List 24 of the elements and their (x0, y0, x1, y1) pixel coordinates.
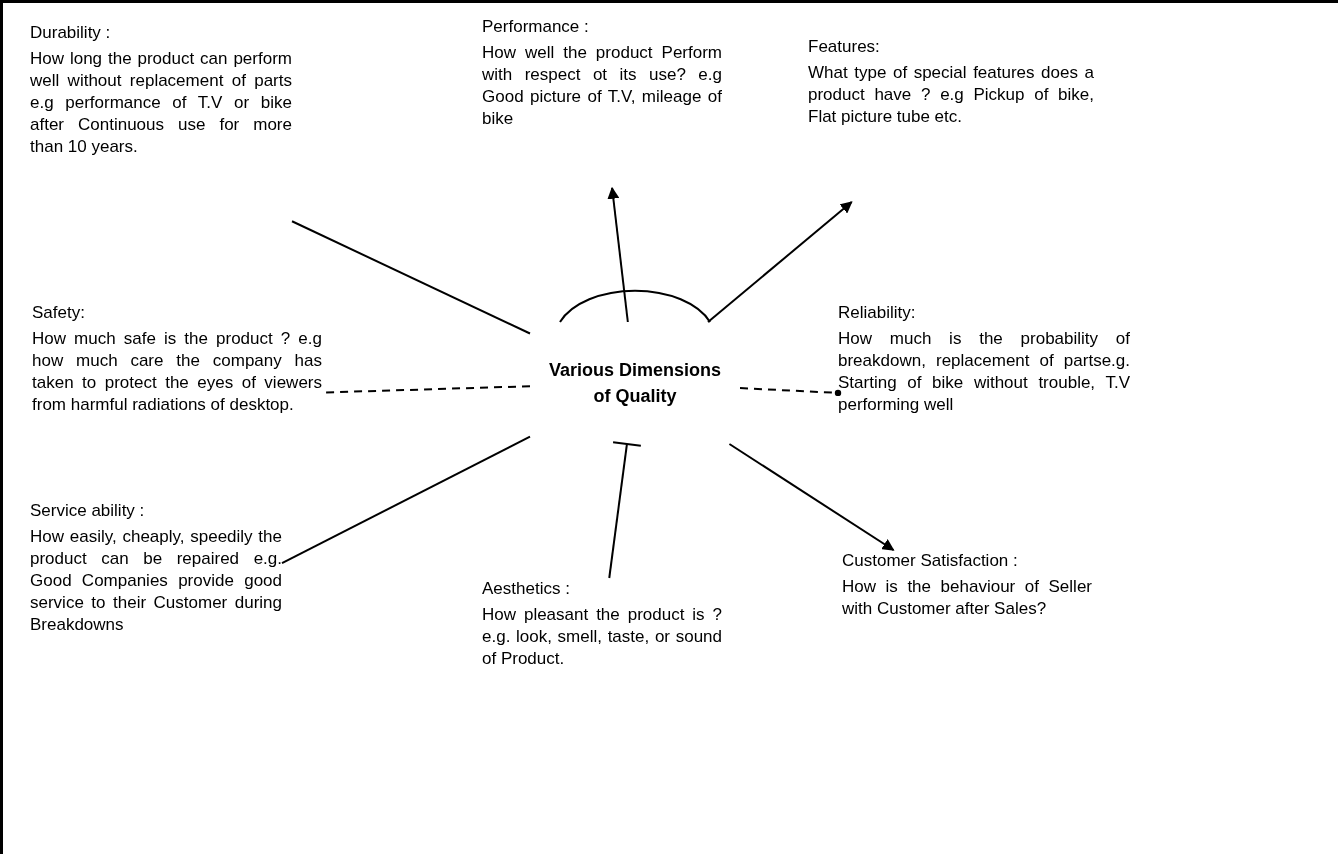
arrow (707, 201, 853, 323)
dimension-description: How easily, cheaply, speedily the product can be repaired e.g. Good Companies provide good service to their Customer during Breakdowns (30, 526, 282, 636)
dimension-heading: Aesthetics : (482, 578, 571, 600)
dimension-heading: Service ability : (30, 500, 146, 522)
dimension-description: How much safe is the product ? e.g how much care the company has taken to protect the eyes of viewers from harmful radiations of desktop. (32, 328, 322, 416)
dimension-description: How much is the probability of breakdown, replacement of partse.g. Starting of bike without trouble, T.V performing well (838, 328, 1130, 416)
connector-line (291, 220, 531, 335)
dimension-description: How is the behaviour of Seller with Customer after Sales? (842, 576, 1092, 620)
connector-line (739, 387, 842, 397)
arrow (607, 186, 629, 323)
dimension-description: How long the product can perform well without replacement of parts e.g performance of T.V or bike after Continuous use for more than 10 years. (30, 48, 292, 158)
dimension-heading: Performance : (482, 16, 590, 38)
dimension-heading: Durability : (30, 22, 112, 44)
center-title: Various Dimensions of Quality (547, 359, 723, 408)
dimension-description: How well the product Perform with respect ot its use? e.g Good picture of T.V, mileage of bike (482, 42, 722, 130)
dimension-heading: Reliability: (838, 302, 917, 324)
dimension-heading: Features: (808, 36, 881, 58)
dimension-heading: Safety: (32, 302, 86, 324)
connector-line (608, 441, 642, 579)
dimension-heading: Customer Satisfaction : (842, 550, 1019, 572)
dimension-description: What type of special features does a product have ? e.g Pickup of bike, Flat picture tube etc. (808, 62, 1094, 128)
dimension-description: How pleasant the product is ? e.g. look, smell, taste, or sound of Product. (482, 604, 722, 670)
arrow (728, 443, 895, 551)
connector-line (281, 435, 531, 565)
